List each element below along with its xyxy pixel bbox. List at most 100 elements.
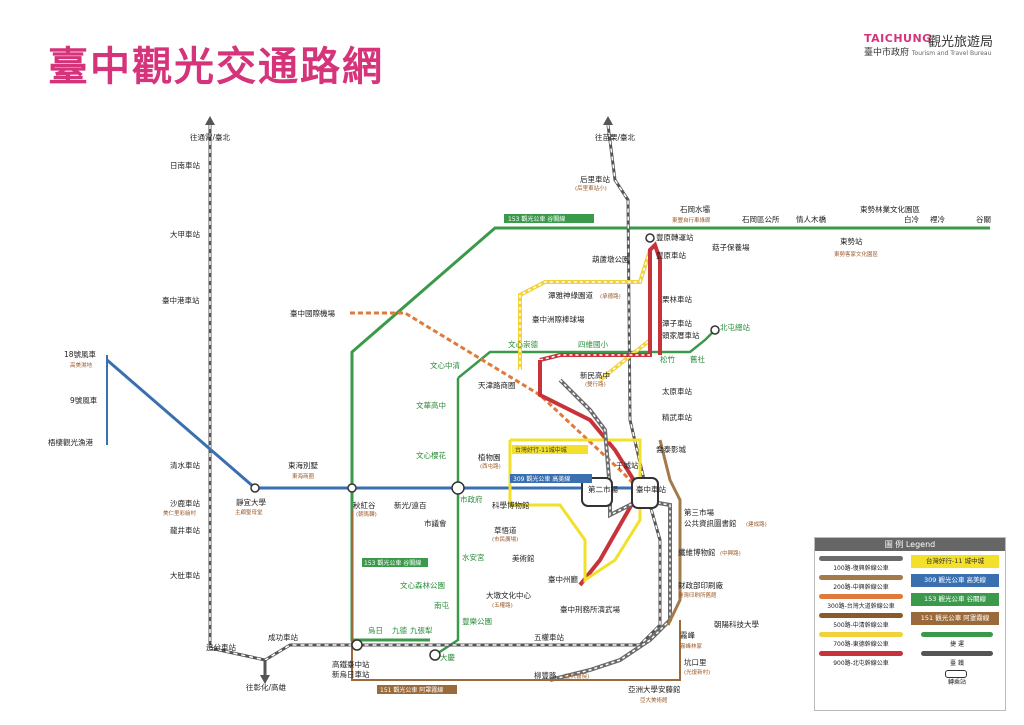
station-wenhua[interactable]: 文華高中 bbox=[416, 400, 446, 410]
station-wind9[interactable]: 9號風車 bbox=[70, 395, 98, 405]
station-jiushe[interactable]: 舊社 bbox=[690, 354, 705, 364]
station-caowu[interactable]: 草悟道 bbox=[494, 525, 517, 535]
station-wind18-sub: 高美濕地 bbox=[70, 361, 93, 369]
station-dadu[interactable]: 大肚車站 bbox=[170, 570, 200, 580]
station-library[interactable]: 公共資訊圖書館 bbox=[684, 518, 737, 528]
station-baseball[interactable]: 臺中洲際棒球場 bbox=[532, 314, 585, 324]
station-wuquan[interactable]: 五權車站 bbox=[534, 632, 564, 642]
station-jiuzhang[interactable]: 九張犁 bbox=[410, 626, 433, 635]
station-kengkou[interactable]: 坑口里 bbox=[684, 657, 707, 667]
station-toujia[interactable]: 頭家厝車站 bbox=[662, 330, 700, 340]
station-qingshui[interactable]: 清水車站 bbox=[170, 460, 200, 470]
station-airport[interactable]: 臺中國際機場 bbox=[290, 308, 335, 318]
station-council[interactable]: 市議會 bbox=[424, 518, 447, 528]
station-houli[interactable]: 后里車站 bbox=[580, 174, 610, 184]
route-11-loop bbox=[508, 438, 642, 583]
station-xinmin[interactable]: 新民高中 bbox=[580, 370, 610, 380]
station-jingwu[interactable]: 精武車站 bbox=[662, 412, 692, 422]
station-wenxin-chongde[interactable]: 文心崇德 bbox=[508, 339, 538, 349]
station-wind18[interactable]: 18號風車 bbox=[64, 349, 97, 359]
station-shalu[interactable]: 沙鹿車站 bbox=[170, 498, 200, 508]
station-taiyuan[interactable]: 太原車站 bbox=[662, 386, 692, 396]
station-tanya-sub: (承德路) bbox=[600, 292, 621, 300]
station-asia-u-sub: 亞大美術館 bbox=[640, 696, 668, 704]
station-baileng[interactable]: 白冷 bbox=[904, 214, 919, 224]
station-printing[interactable]: 財政部印刷廠 bbox=[678, 580, 723, 590]
station-fengyuan[interactable]: 豐原車站 bbox=[656, 250, 686, 260]
station-fengle[interactable]: 豐樂公園 bbox=[462, 616, 492, 626]
station-beitun[interactable]: 北屯總站 bbox=[720, 322, 750, 332]
transfer-dot[interactable] bbox=[250, 483, 260, 493]
station-longjing[interactable]: 龍井車站 bbox=[170, 525, 200, 535]
transfer-dot[interactable] bbox=[351, 639, 363, 651]
station-wufeng[interactable]: 霧峰 bbox=[680, 630, 695, 640]
station-nantun[interactable]: 南屯 bbox=[434, 600, 449, 610]
station-chaoyang[interactable]: 朝陽科技大學 bbox=[714, 619, 759, 629]
station-shuian[interactable]: 水安宮 bbox=[462, 552, 485, 562]
station-mingde[interactable]: 第二市場 bbox=[588, 484, 618, 494]
transfer-dot[interactable] bbox=[429, 649, 441, 661]
station-qingren[interactable]: 情人木橋 bbox=[796, 214, 826, 224]
station-hsr[interactable]: 高鐵臺中站 bbox=[332, 659, 370, 669]
station-songzhu[interactable]: 松竹 bbox=[660, 354, 675, 364]
transfer-dot[interactable] bbox=[710, 325, 720, 335]
station-jiude[interactable]: 九德 bbox=[392, 625, 407, 635]
station-liufeng[interactable]: 柳豐路 bbox=[534, 670, 557, 680]
mingde-station-box[interactable] bbox=[581, 477, 613, 507]
station-hsr-sub[interactable]: 新烏日車站 bbox=[332, 669, 370, 679]
station-prison[interactable]: 臺中刑務所演武場 bbox=[560, 604, 620, 614]
station-qiuhong-sub: (朝馬轉) bbox=[356, 510, 377, 518]
station-asia-u[interactable]: 亞洲大學安藤館 bbox=[628, 684, 681, 694]
station-chenggong[interactable]: 成功車站 bbox=[268, 632, 298, 642]
station-qiancheng[interactable]: 千城站 bbox=[616, 460, 639, 470]
station-tc[interactable]: 臺中車站 bbox=[636, 484, 666, 494]
station-wenxin-yinghua[interactable]: 文心櫻花 bbox=[416, 450, 446, 460]
station-tanzi[interactable]: 潭子車站 bbox=[662, 318, 692, 328]
station-wenxin-forest[interactable]: 文心森林公園 bbox=[400, 580, 445, 590]
station-xinguang[interactable]: 新光/遠百 bbox=[394, 500, 427, 510]
station-shigang-office[interactable]: 石岡區公所 bbox=[742, 214, 780, 224]
station-wuqi[interactable]: 梧棲觀光漁港 bbox=[48, 437, 93, 447]
station-tianjin[interactable]: 天津路商圈 bbox=[478, 380, 516, 390]
transfer-dot[interactable] bbox=[645, 233, 655, 243]
station-art[interactable]: 美術館 bbox=[512, 553, 535, 563]
station-pineapple[interactable]: 菇子保養場 bbox=[712, 242, 750, 252]
station-lihou[interactable]: 葫蘆墩公園 bbox=[592, 254, 630, 264]
station-donghai[interactable]: 東海別墅 bbox=[288, 460, 318, 470]
transfer-dot[interactable] bbox=[347, 483, 357, 493]
station-lilin[interactable]: 栗林車站 bbox=[662, 294, 692, 304]
station-third-market[interactable]: 第三市場 bbox=[684, 507, 714, 517]
station-taichung-state[interactable]: 臺中州廳 bbox=[548, 574, 578, 584]
station-cityhall[interactable]: 市政府 bbox=[460, 494, 483, 504]
dir-north-right: 往苗栗/臺北 bbox=[595, 132, 636, 142]
station-textile[interactable]: 纖維博物館 bbox=[678, 547, 716, 557]
station-siwei[interactable]: 四維國小 bbox=[578, 339, 608, 349]
station-fengyuan-transfer[interactable]: 豐原轉運站 bbox=[656, 232, 694, 242]
station-wuri[interactable]: 烏日 bbox=[368, 625, 383, 635]
station-daqing[interactable]: 大慶 bbox=[440, 652, 455, 662]
station-dongshi-forest[interactable]: 東勢林業文化園區 bbox=[860, 204, 920, 214]
station-taichung-port[interactable]: 臺中港車站 bbox=[162, 295, 200, 305]
station-zhuifen[interactable]: 追分車站 bbox=[206, 642, 236, 652]
station-dajia[interactable]: 大甲車站 bbox=[170, 229, 200, 239]
station-science[interactable]: 科學博物館 bbox=[492, 500, 530, 510]
station-guguan[interactable]: 谷關 bbox=[976, 215, 991, 224]
station-dongshi[interactable]: 東勢站 bbox=[840, 236, 863, 246]
station-dongshi-sub: 東勢客家文化園區 bbox=[834, 250, 879, 258]
route-153-line bbox=[350, 226, 990, 355]
tc-station-box[interactable] bbox=[631, 477, 659, 509]
station-botanical[interactable]: 植物園 bbox=[478, 452, 501, 462]
station-rihnan[interactable]: 日南車站 bbox=[170, 160, 200, 170]
station-jingfu[interactable]: 喬泰影城 bbox=[656, 444, 686, 454]
station-providence[interactable]: 靜宜大學 bbox=[236, 497, 266, 507]
route-151-line bbox=[351, 510, 681, 681]
station-shuleng[interactable]: 裡冷 bbox=[930, 214, 945, 224]
station-dadun[interactable]: 大墩文化中心 bbox=[486, 590, 531, 600]
station-xinmin-sub: (雙行路) bbox=[585, 380, 606, 388]
station-qiuhong[interactable]: 秋紅谷 bbox=[353, 500, 376, 510]
transfer-dot[interactable] bbox=[451, 481, 465, 495]
station-wenxin-zhongqing[interactable]: 文心中清 bbox=[430, 360, 460, 370]
station-tanya[interactable]: 潭雅神綠園道 bbox=[548, 290, 593, 300]
station-shigang[interactable]: 石岡水壩 bbox=[680, 204, 710, 214]
